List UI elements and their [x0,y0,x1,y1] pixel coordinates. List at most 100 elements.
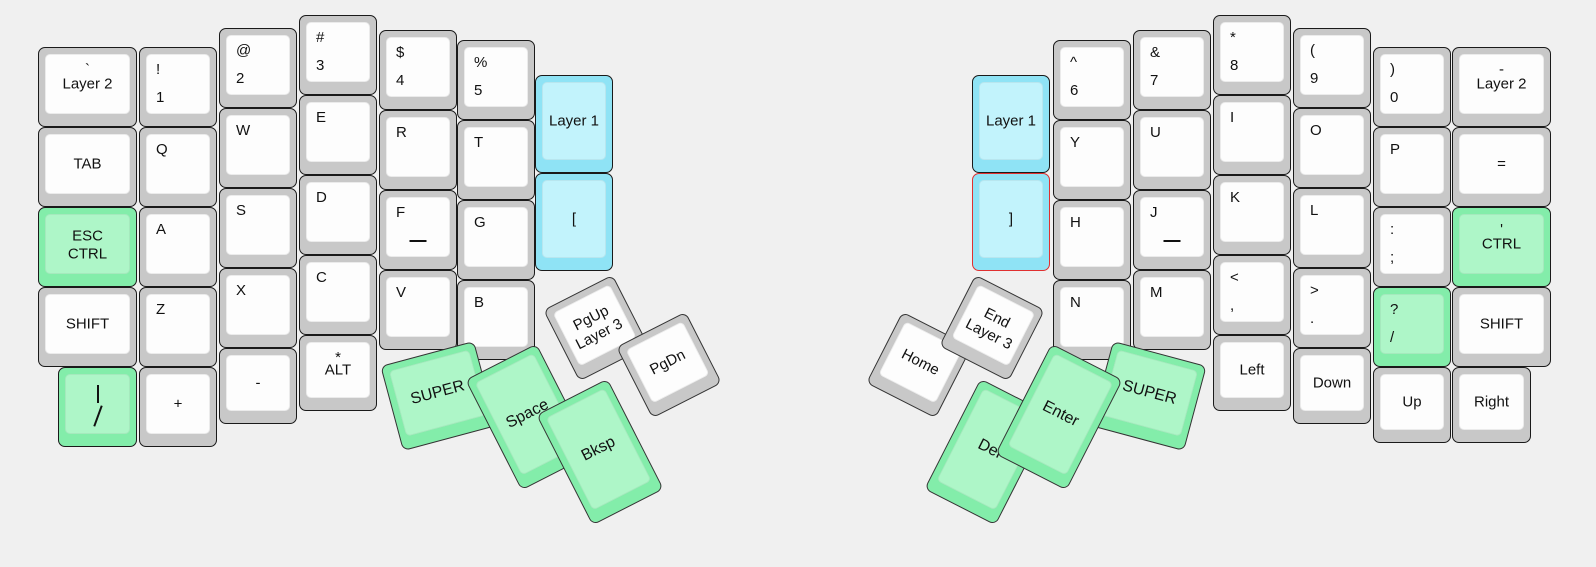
key-h[interactable]: H [1053,200,1131,280]
legend-main: Layer 1 [548,112,600,130]
key-layer1-left[interactable]: Layer 1 [535,75,613,173]
key-tab[interactable]: TAB [38,127,137,207]
key-2[interactable]: @ 2 [219,28,297,108]
key-bracket-left[interactable]: [ [535,173,613,271]
legend-main: Right [1473,393,1510,411]
legend-top: PgUp [570,301,612,335]
key-equals[interactable]: = [1452,127,1551,207]
key-comma[interactable]: < , [1213,255,1291,335]
key-c[interactable]: C [299,255,377,335]
key-period[interactable]: > . [1293,268,1371,348]
legend-main: Layer 3 [962,315,1015,354]
legend-main: SUPER [1120,377,1179,408]
keycap: : ; [1380,214,1444,274]
legend-main: B [474,294,485,311]
key-9[interactable]: ( 9 [1293,28,1371,108]
key-grave-layer2[interactable]: ` Layer 2 [38,47,137,127]
key-colon-semicolon[interactable]: : ; [1373,207,1451,287]
key-layer1-right[interactable]: Layer 1 [972,75,1050,173]
key-v[interactable]: V [379,270,457,350]
key-y[interactable]: Y [1053,120,1131,200]
key-f[interactable]: F [379,190,457,270]
legend-top: ` [85,61,90,78]
legend-main: M [1150,284,1163,301]
key-plus[interactable]: + [139,367,217,447]
legend-main: 2 [236,70,245,87]
keycap: K [1220,182,1284,242]
key-l[interactable]: L [1293,188,1371,268]
key-8[interactable]: * 8 [1213,15,1291,95]
legend-main: Layer 2 [62,75,113,93]
key-m[interactable]: M [1133,270,1211,350]
keycap: ( 9 [1300,35,1364,95]
key-r[interactable]: R [379,110,457,190]
key-down-arrow[interactable]: Down [1293,348,1371,424]
key-t[interactable]: T [457,120,535,200]
legend-main: ; [1390,249,1395,266]
key-left-arrow[interactable]: Left [1213,335,1291,411]
legend-main: L [1310,202,1319,219]
key-right-arrow[interactable]: Right [1452,367,1531,443]
legend-top: ? [1390,301,1399,318]
key-w[interactable]: W [219,108,297,188]
legend-main: R [396,124,407,141]
keycap: Y [1060,127,1124,187]
keycap: B [464,287,528,347]
key-quote-ctrl[interactable]: ' CTRL [1452,207,1551,287]
key-x[interactable]: X [219,268,297,348]
legend-main: Enter [1039,397,1082,431]
key-7[interactable]: & 7 [1133,30,1211,110]
key-minus[interactable]: - [219,348,297,424]
key-j[interactable]: J [1133,190,1211,270]
legend-main: SUPER [408,377,467,408]
key-u[interactable]: U [1133,110,1211,190]
keycap: U [1140,117,1204,177]
keycap: Layer 1 [979,82,1043,160]
legend-top: ! [156,61,161,78]
legend-main: Layer 3 [573,315,626,354]
keycap: E [306,102,370,162]
keycap: ^ 6 [1060,47,1124,107]
key-o[interactable]: O [1293,108,1371,188]
keycap: TAB [45,134,130,194]
key-d[interactable]: D [299,175,377,255]
legend-main: Layer 1 [985,112,1037,130]
homing-bar-icon [1163,240,1181,242]
key-g[interactable]: G [457,200,535,280]
legend-main: , [1230,297,1235,314]
key-3[interactable]: # 3 [299,15,377,95]
keycap: T [464,127,528,187]
key-shift-right[interactable]: SHIFT [1452,287,1551,367]
key-1[interactable]: ! 1 [139,47,217,127]
key-s[interactable]: S [219,188,297,268]
key-6[interactable]: ^ 6 [1053,40,1131,120]
legend-main: Layer 2 [1476,75,1527,93]
key-minus-layer2[interactable]: - Layer 2 [1452,47,1551,127]
key-shift-left[interactable]: SHIFT [38,287,137,367]
key-k[interactable]: K [1213,175,1291,255]
keycap: < , [1220,262,1284,322]
key-q[interactable]: Q [139,127,217,207]
keycap [65,374,130,434]
keycap: & 7 [1140,37,1204,97]
key-0[interactable]: ) 0 [1373,47,1451,127]
key-p[interactable]: P [1373,127,1451,207]
key-a[interactable]: A [139,207,217,287]
legend-top: : [1390,221,1395,238]
keycap: L [1300,195,1364,255]
key-asterisk-alt[interactable]: * ALT [299,335,377,411]
key-4[interactable]: $ 4 [379,30,457,110]
key-question-slash[interactable]: ? / [1373,287,1451,367]
legend-main: Bksp [578,433,619,465]
key-i[interactable]: I [1213,95,1291,175]
keycap: A [146,214,210,274]
legend-top: ' [1500,221,1503,238]
keycap: R [386,117,450,177]
key-bracket-right[interactable]: ] [972,173,1050,271]
key-z[interactable]: Z [139,287,217,367]
key-e[interactable]: E [299,95,377,175]
key-up-arrow[interactable]: Up [1373,367,1451,443]
key-esc-ctrl[interactable]: ESC CTRL [38,207,137,287]
key-5[interactable]: % 5 [457,40,535,120]
key-pipe-backslash[interactable] [58,367,137,447]
